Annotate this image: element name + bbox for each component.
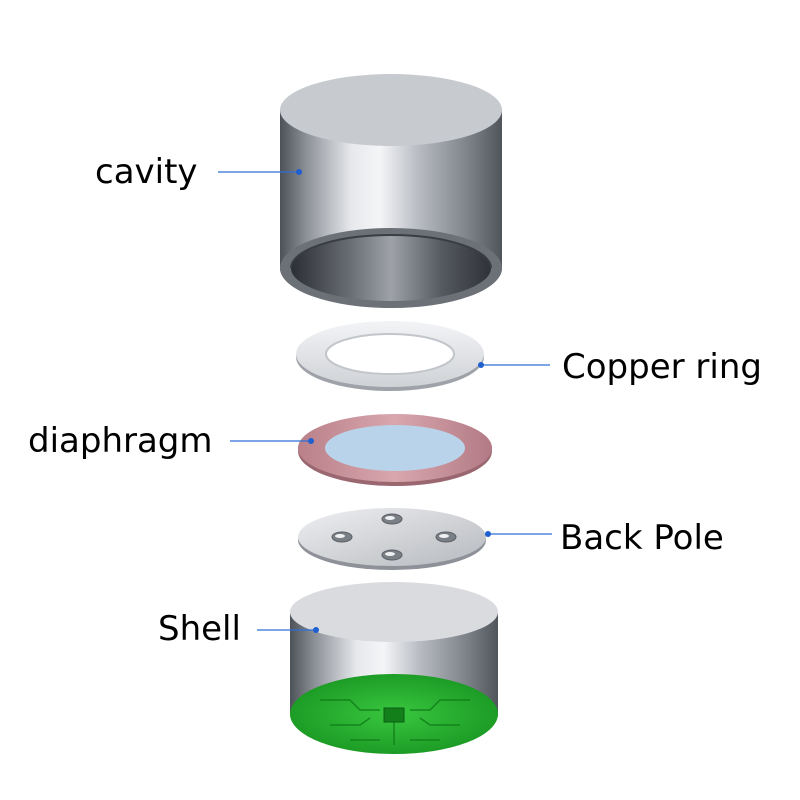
back-pole-callout: Back Pole <box>485 518 724 558</box>
cavity-label: cavity <box>95 152 198 192</box>
back-pole-label: Back Pole <box>560 518 724 558</box>
shell-label: Shell <box>158 609 241 649</box>
back-pole-part <box>298 508 486 570</box>
cavity-part <box>280 74 502 308</box>
copper-ring-part <box>296 321 484 391</box>
diaphragm-callout: diaphragm <box>28 421 314 461</box>
copper-ring-callout: Copper ring <box>478 347 762 387</box>
diaphragm-part <box>298 414 492 486</box>
diaphragm-label: diaphragm <box>28 421 213 461</box>
cavity-callout: cavity <box>95 152 302 192</box>
copper-ring-label: Copper ring <box>562 347 762 387</box>
shell-part <box>290 582 498 754</box>
shell-callout: Shell <box>158 609 319 649</box>
